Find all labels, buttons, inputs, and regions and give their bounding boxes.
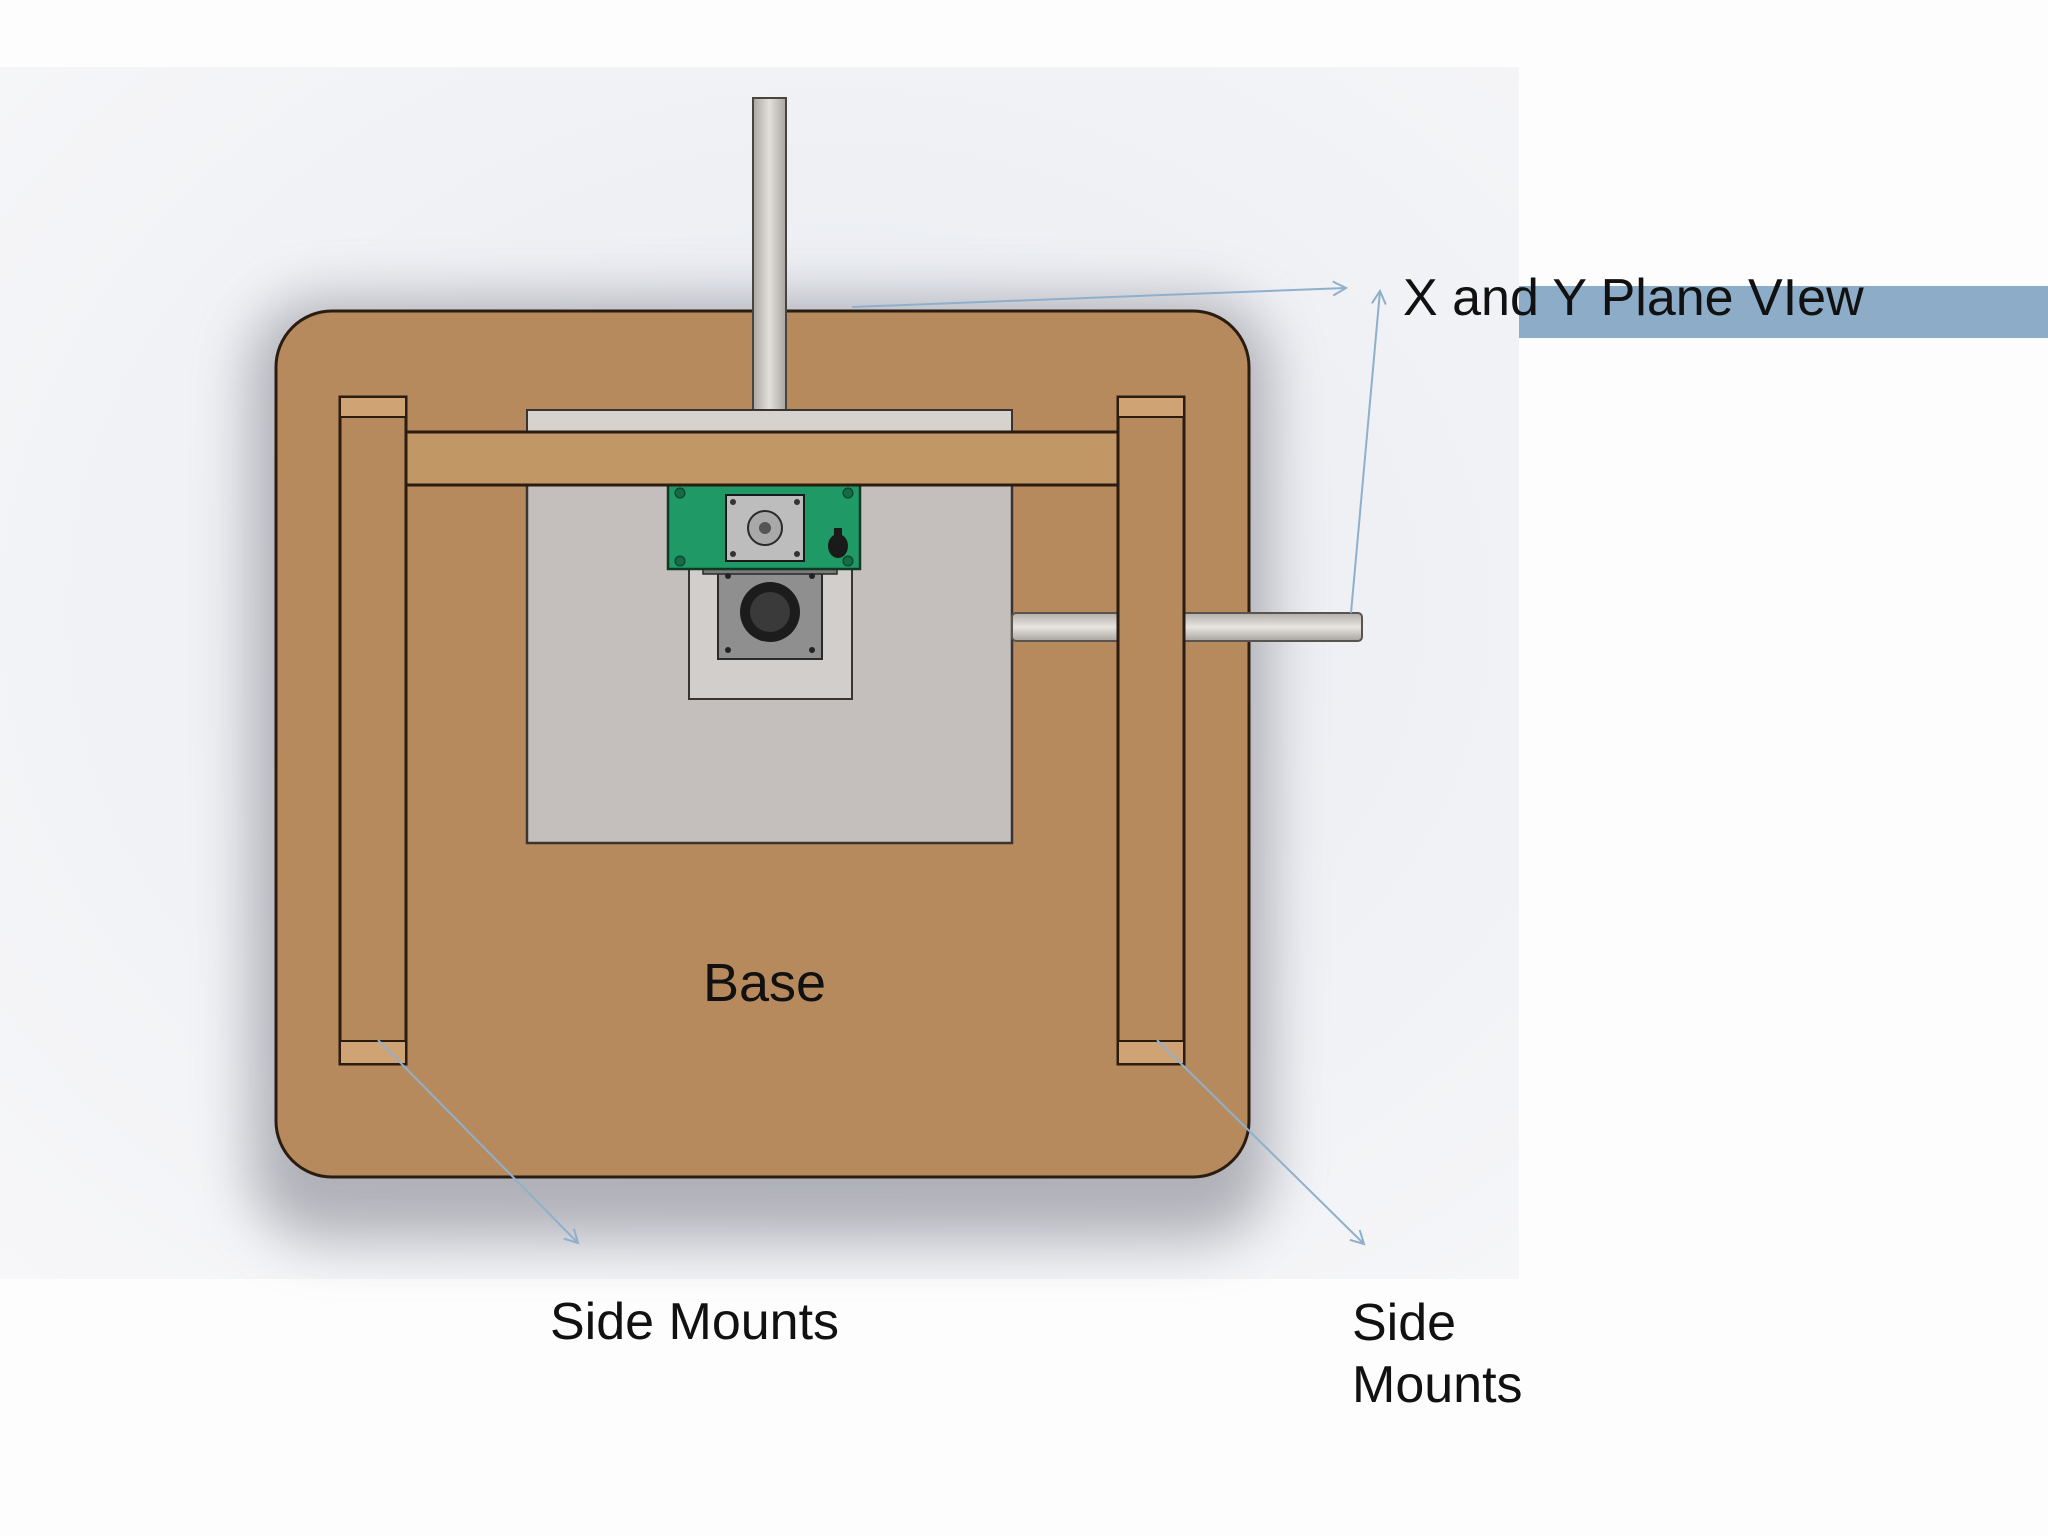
side-mount-leader-left <box>377 1039 580 1245</box>
stepper-screw <box>794 499 800 505</box>
top-slider-plate <box>526 409 1013 433</box>
side-mounts-label-right: Side Mounts <box>1352 1294 1523 1414</box>
motor-screw <box>725 573 731 579</box>
title-accent-bar <box>1519 286 2048 338</box>
x-axis-rod <box>1011 612 1363 642</box>
plane-view-leader-rod <box>1350 288 1387 614</box>
stepper-motor-face <box>725 494 805 562</box>
board-mount-hole <box>674 487 686 499</box>
stepper-screw <box>730 499 736 505</box>
left-side-mount-bottom-cap <box>339 1040 407 1065</box>
base-label: Base <box>703 953 827 1013</box>
driver-knob-stem <box>834 528 842 540</box>
y-axis-rod <box>752 97 787 419</box>
board-mount-hole <box>842 487 854 499</box>
left-side-mount <box>338 395 408 1066</box>
side-mount-leader-right <box>1156 1039 1366 1246</box>
right-side-mount-bottom-cap <box>1117 1040 1185 1065</box>
side-mounts-label-left: Side Mounts <box>550 1293 840 1351</box>
board-mount-hole <box>674 555 686 567</box>
motor-screw <box>809 573 815 579</box>
stepper-screw <box>730 551 736 557</box>
stepper-screw <box>794 551 800 557</box>
right-side-mount-top-cap <box>1117 396 1185 418</box>
board-mount-hole <box>842 555 854 567</box>
right-side-mount <box>1116 395 1186 1066</box>
left-side-mount-top-cap <box>339 396 407 418</box>
driver-knob <box>828 534 848 558</box>
motor-screw <box>809 647 815 653</box>
motor-shaft-inner <box>750 592 790 632</box>
plane-view-leader-top <box>851 280 1349 308</box>
plane-view-label: X and Y Plane VIew <box>1403 269 1864 327</box>
motor-screw <box>725 647 731 653</box>
stepper-motor-shaft <box>759 522 771 534</box>
crossbar <box>404 430 1120 487</box>
